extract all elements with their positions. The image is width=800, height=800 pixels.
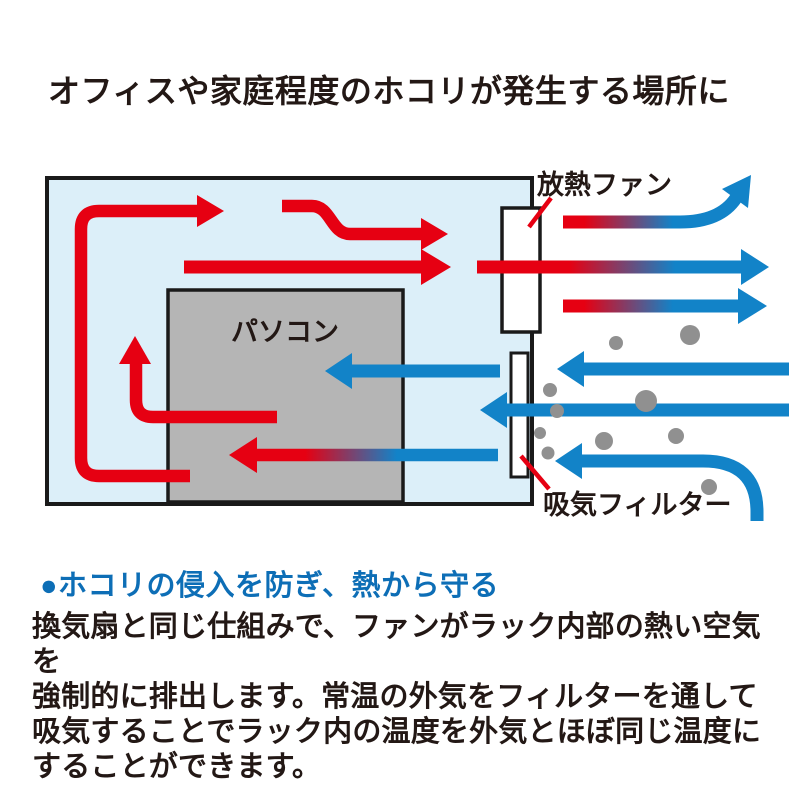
pc-label: パソコン: [231, 317, 339, 347]
pc-box: [166, 288, 405, 504]
fan-label: 放熱ファン: [536, 169, 672, 200]
dust-particles: [534, 325, 717, 495]
section-body: 換気扇と同じ仕組みで、ファンがラック内部の熱い空気を 強制的に排出します。常温の…: [32, 611, 762, 783]
page-title: オフィスや家庭程度のホコリが発生する場所に: [48, 73, 730, 109]
fan-pointer-line: [527, 196, 553, 229]
section-heading: ●ホコリの侵入を防ぎ、熱から守る: [40, 570, 500, 602]
filter-pointer-line: [519, 454, 551, 491]
hot-air-circulation-arrows: [74, 195, 498, 483]
exhaust-arrows: [477, 175, 769, 324]
rack-airflow-diagram: パソコン: [45, 169, 789, 521]
filter-label: 吸気フィルター: [543, 489, 731, 520]
